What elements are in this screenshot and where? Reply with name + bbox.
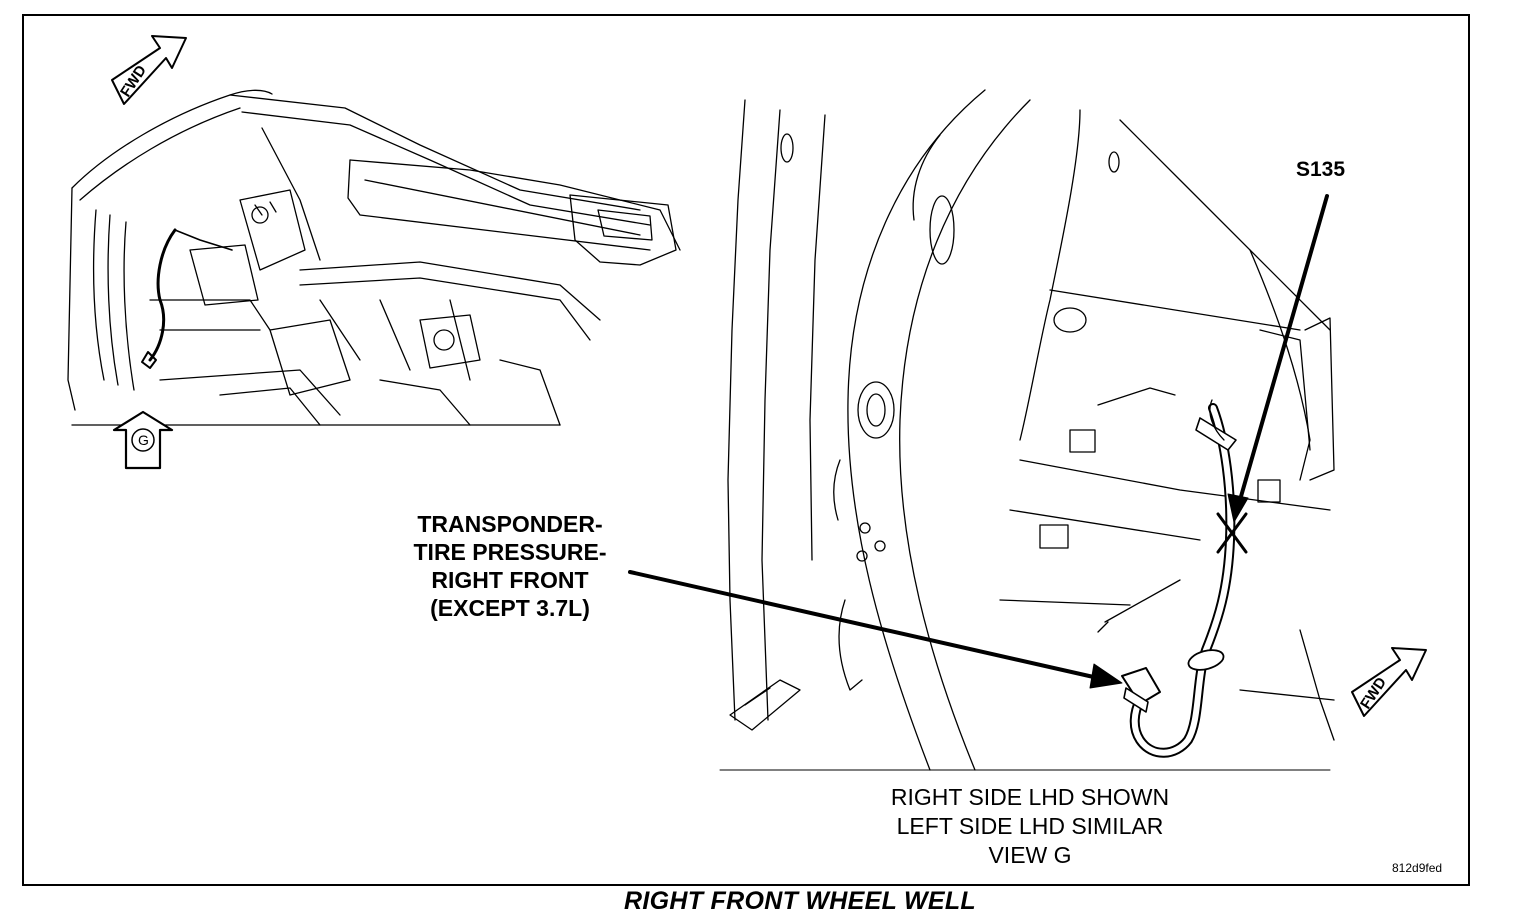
splice-arrowhead [1227,493,1249,523]
view-g-arrow-icon [112,410,174,470]
transponder-leader-line [628,570,1100,680]
callout-line: (EXCEPT 3.7L) [430,595,590,621]
caption-line: VIEW G [988,842,1072,868]
figure-frame [22,14,1470,886]
callout-line: RIGHT FRONT [431,567,589,593]
transponder-arrowhead [1089,663,1123,689]
splice-callout: S135 [1296,158,1346,181]
splice-leader-line [1238,194,1329,502]
callout-line: TRANSPONDER- [417,511,603,537]
view-marker-label: G [138,432,149,448]
fwd-arrow-icon [1351,647,1427,717]
figure-title: RIGHT FRONT WHEEL WELL [624,887,976,915]
caption-line: LEFT SIDE LHD SIMILAR [896,813,1164,839]
overview-illustration [67,89,681,426]
callout-line: TIRE PRESSURE- [413,539,607,565]
figure-code: 812d9fed [1392,861,1443,875]
detail-view-illustration [719,89,1335,771]
transponder-callout: TRANSPONDER- TIRE PRESSURE- RIGHT FRONT … [380,510,640,622]
fwd-arrow-icon [111,35,187,105]
leader-lines [628,194,1329,689]
caption-line: RIGHT SIDE LHD SHOWN [890,784,1170,810]
view-caption: RIGHT SIDE LHD SHOWN LEFT SIDE LHD SIMIL… [840,783,1220,870]
